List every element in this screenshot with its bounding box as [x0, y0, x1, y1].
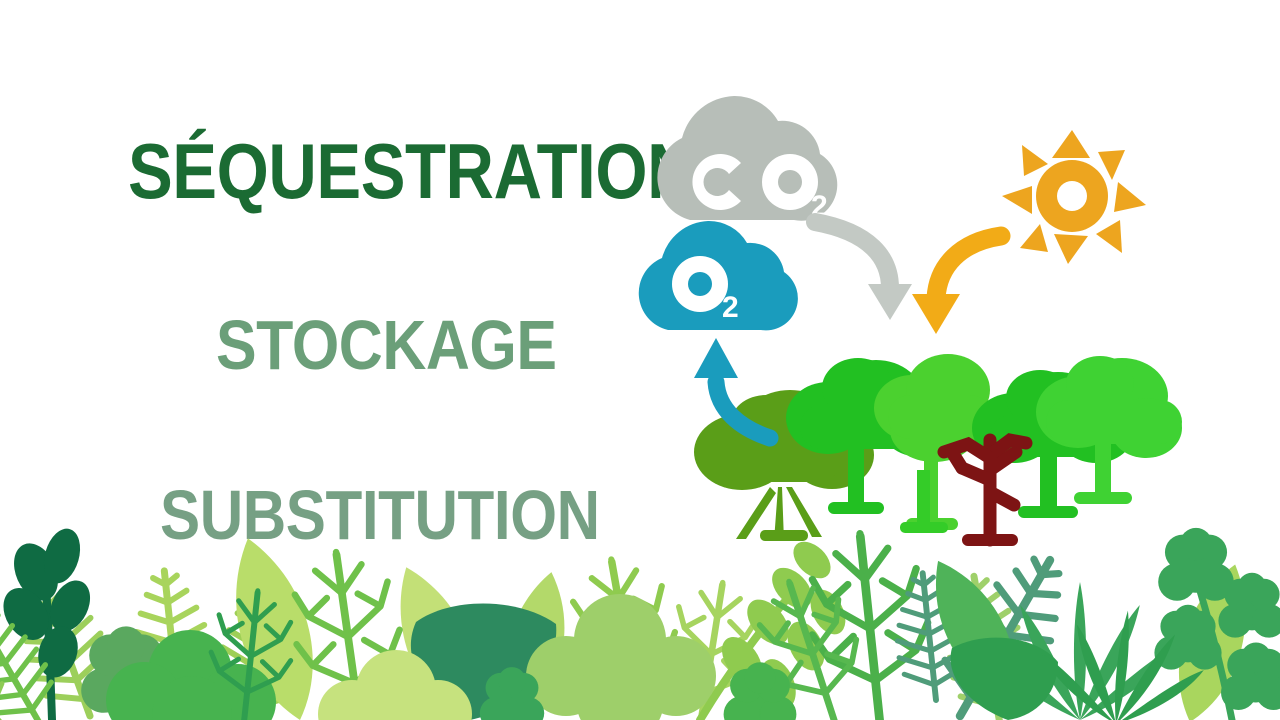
tree-green-4 — [1036, 356, 1182, 504]
svg-text:2: 2 — [722, 291, 739, 324]
foliage-front — [0, 587, 1210, 720]
bare-tree-icon — [937, 433, 1033, 547]
leaf-ginkgo — [950, 637, 1058, 720]
o2-cloud-icon: 2 — [638, 220, 798, 331]
tree-green-2 — [874, 354, 992, 530]
sunlight-arrow — [912, 226, 1011, 334]
leaf-clover — [526, 594, 716, 720]
bare-tree-base — [962, 534, 1018, 546]
headline-stockage: STOCKAGE — [216, 306, 557, 384]
leaf-maple-left — [106, 630, 276, 720]
leaf-clover-pale — [318, 650, 472, 720]
co2-cloud-icon: 2 — [657, 95, 838, 223]
o2-release-arrow — [694, 338, 779, 447]
co2-to-forest-arrow — [806, 213, 912, 320]
tree-green-5 — [900, 470, 948, 533]
leaf-sprig-left — [3, 528, 91, 720]
leaf-round-compound — [1154, 527, 1280, 720]
headline-substitution: SUBSTITUTION — [160, 476, 600, 554]
sun-icon — [1002, 130, 1146, 264]
headline-sequestration: SÉQUESTRATION — [128, 127, 696, 215]
